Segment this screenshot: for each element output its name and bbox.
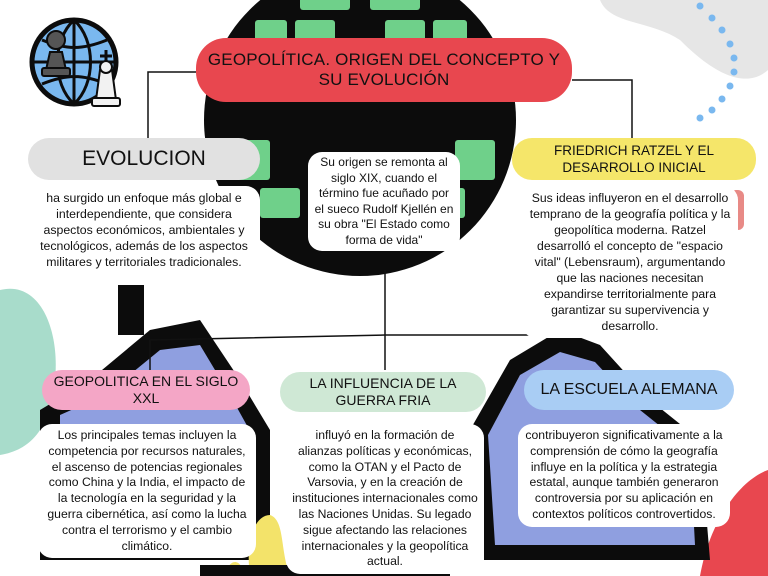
ratzel-heading: FRIEDRICH RATZEL Y EL DESARROLLO INICIAL [512,138,756,180]
evolucion-text: ha surgido un enfoque más global e inter… [28,186,260,274]
siglo-text: Los principales temas incluyen la compet… [38,424,256,559]
main-title: GEOPOLÍTICA. ORIGEN DEL CONCEPTO Y SU EV… [196,38,572,102]
globe-chess-icon [29,17,121,107]
evolucion-heading: EVOLUCION [28,138,260,180]
ratzel-text: Sus ideas influyeron en el desarrollo te… [522,186,738,338]
siglo-heading: GEOPOLITICA EN EL SIGLO XXL [42,370,250,410]
escuela-heading: LA ESCUELA ALEMANA [524,370,734,410]
guerra-heading: LA INFLUENCIA DE LA GUERRA FRIA [280,372,486,412]
origin-text: Su origen se remonta al siglo XIX, cuand… [308,152,460,251]
guerra-text: influyó en la formación de alianzas polí… [286,424,484,575]
escuela-text: contribuyeron significativamente a la co… [518,424,730,527]
